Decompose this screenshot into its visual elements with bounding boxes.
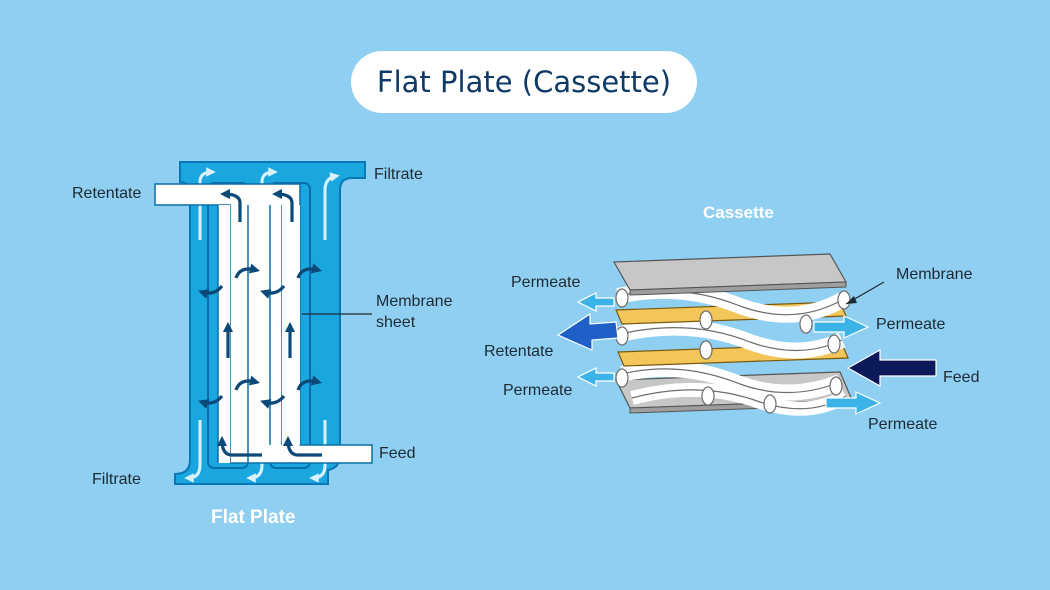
- permeate-arrow-top-right: [813, 315, 870, 339]
- label-membrane-sheet-line2: sheet: [376, 314, 416, 331]
- label-feed-cassette: Feed: [943, 369, 980, 386]
- fiber-layer-2: [615, 319, 846, 360]
- fiber-layer-3: [615, 360, 850, 416]
- label-filtrate-top: Filtrate: [374, 166, 423, 183]
- label-filtrate-bottom: Filtrate: [92, 471, 141, 488]
- title-pill: Flat Plate (Cassette): [351, 51, 697, 113]
- label-feed: Feed: [379, 445, 416, 462]
- label-membrane-sheet-line1: Membrane: [376, 293, 453, 310]
- permeate-arrow-top-left: [576, 292, 615, 312]
- label-membrane: Membrane: [896, 266, 973, 283]
- feed-flow-arrows: [198, 188, 322, 457]
- retentate-arrow: [556, 312, 619, 351]
- label-permeate-top-left: Permeate: [511, 274, 581, 291]
- flat-plate-diagram: [154, 161, 373, 485]
- filtrate-flow-arrows: [184, 167, 340, 483]
- permeate-arrow-bottom-left: [576, 367, 615, 387]
- label-permeate-bottom-left: Permeate: [503, 382, 573, 399]
- cassette-caption: Cassette: [703, 203, 774, 222]
- label-permeate-top-right: Permeate: [876, 316, 946, 333]
- label-permeate-bottom-right: Permeate: [868, 416, 938, 433]
- flat-plate-caption: Flat Plate: [211, 507, 296, 528]
- page-title: Flat Plate (Cassette): [376, 65, 672, 99]
- cassette-top-plate-edge: [629, 281, 847, 296]
- label-retentate-cassette: Retentate: [484, 343, 554, 360]
- label-retentate: Retentate: [72, 185, 142, 202]
- permeate-arrow-bottom-right: [825, 391, 882, 415]
- feed-arrow: [846, 348, 937, 388]
- membrane-leader: [845, 281, 885, 305]
- cassette-diagram: [556, 253, 937, 416]
